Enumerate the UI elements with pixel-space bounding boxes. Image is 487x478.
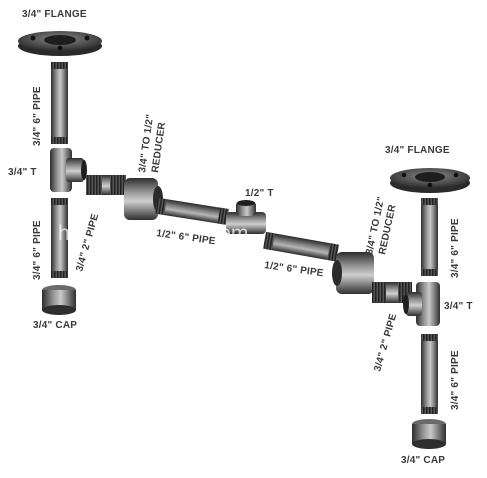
- label-flange-top: 3/4" FLANGE: [22, 9, 87, 20]
- label-tee-half: 1/2" T: [245, 188, 274, 199]
- label-tee-left: 3/4" T: [8, 167, 37, 178]
- label-pipe-6in-c: 3/4" 6" PIPE: [450, 218, 461, 278]
- label-pipe-6in-a: 3/4" 6" PIPE: [32, 86, 43, 146]
- label-pipe-6in-d: 3/4" 6" PIPE: [450, 350, 461, 410]
- cap-right: [412, 419, 446, 449]
- pipe-6in-left-top: [51, 62, 68, 144]
- label-flange-right: 3/4" FLANGE: [385, 145, 450, 156]
- pipe-half-6in-right: [263, 231, 339, 262]
- watermark: hebeihanghong.com: [58, 222, 248, 245]
- pipe-6in-right-bottom: [421, 334, 438, 414]
- label-cap-left: 3/4" CAP: [33, 320, 77, 331]
- pipe-2in-left: [86, 175, 126, 195]
- pipe-half-6in-left: [155, 197, 229, 225]
- pipe-6in-right-top: [421, 198, 438, 276]
- label-cap-right: 3/4" CAP: [401, 455, 445, 466]
- label-pipe-6in-b: 3/4" 6" PIPE: [32, 220, 43, 280]
- reducer-right: [332, 252, 374, 294]
- label-pipe-half-right: 1/2" 6" PIPE: [264, 260, 325, 279]
- tee-left: [50, 148, 87, 192]
- flange-right: [390, 168, 470, 193]
- tee-right: [403, 282, 440, 326]
- flange-top: [18, 31, 102, 56]
- label-tee-right: 3/4" T: [444, 301, 473, 312]
- tee-half: [226, 200, 266, 234]
- label-pipe-2in-right: 3/4" 2" PIPE: [372, 312, 399, 373]
- cap-left: [42, 285, 76, 315]
- pipe-6in-left-bottom: [51, 198, 68, 278]
